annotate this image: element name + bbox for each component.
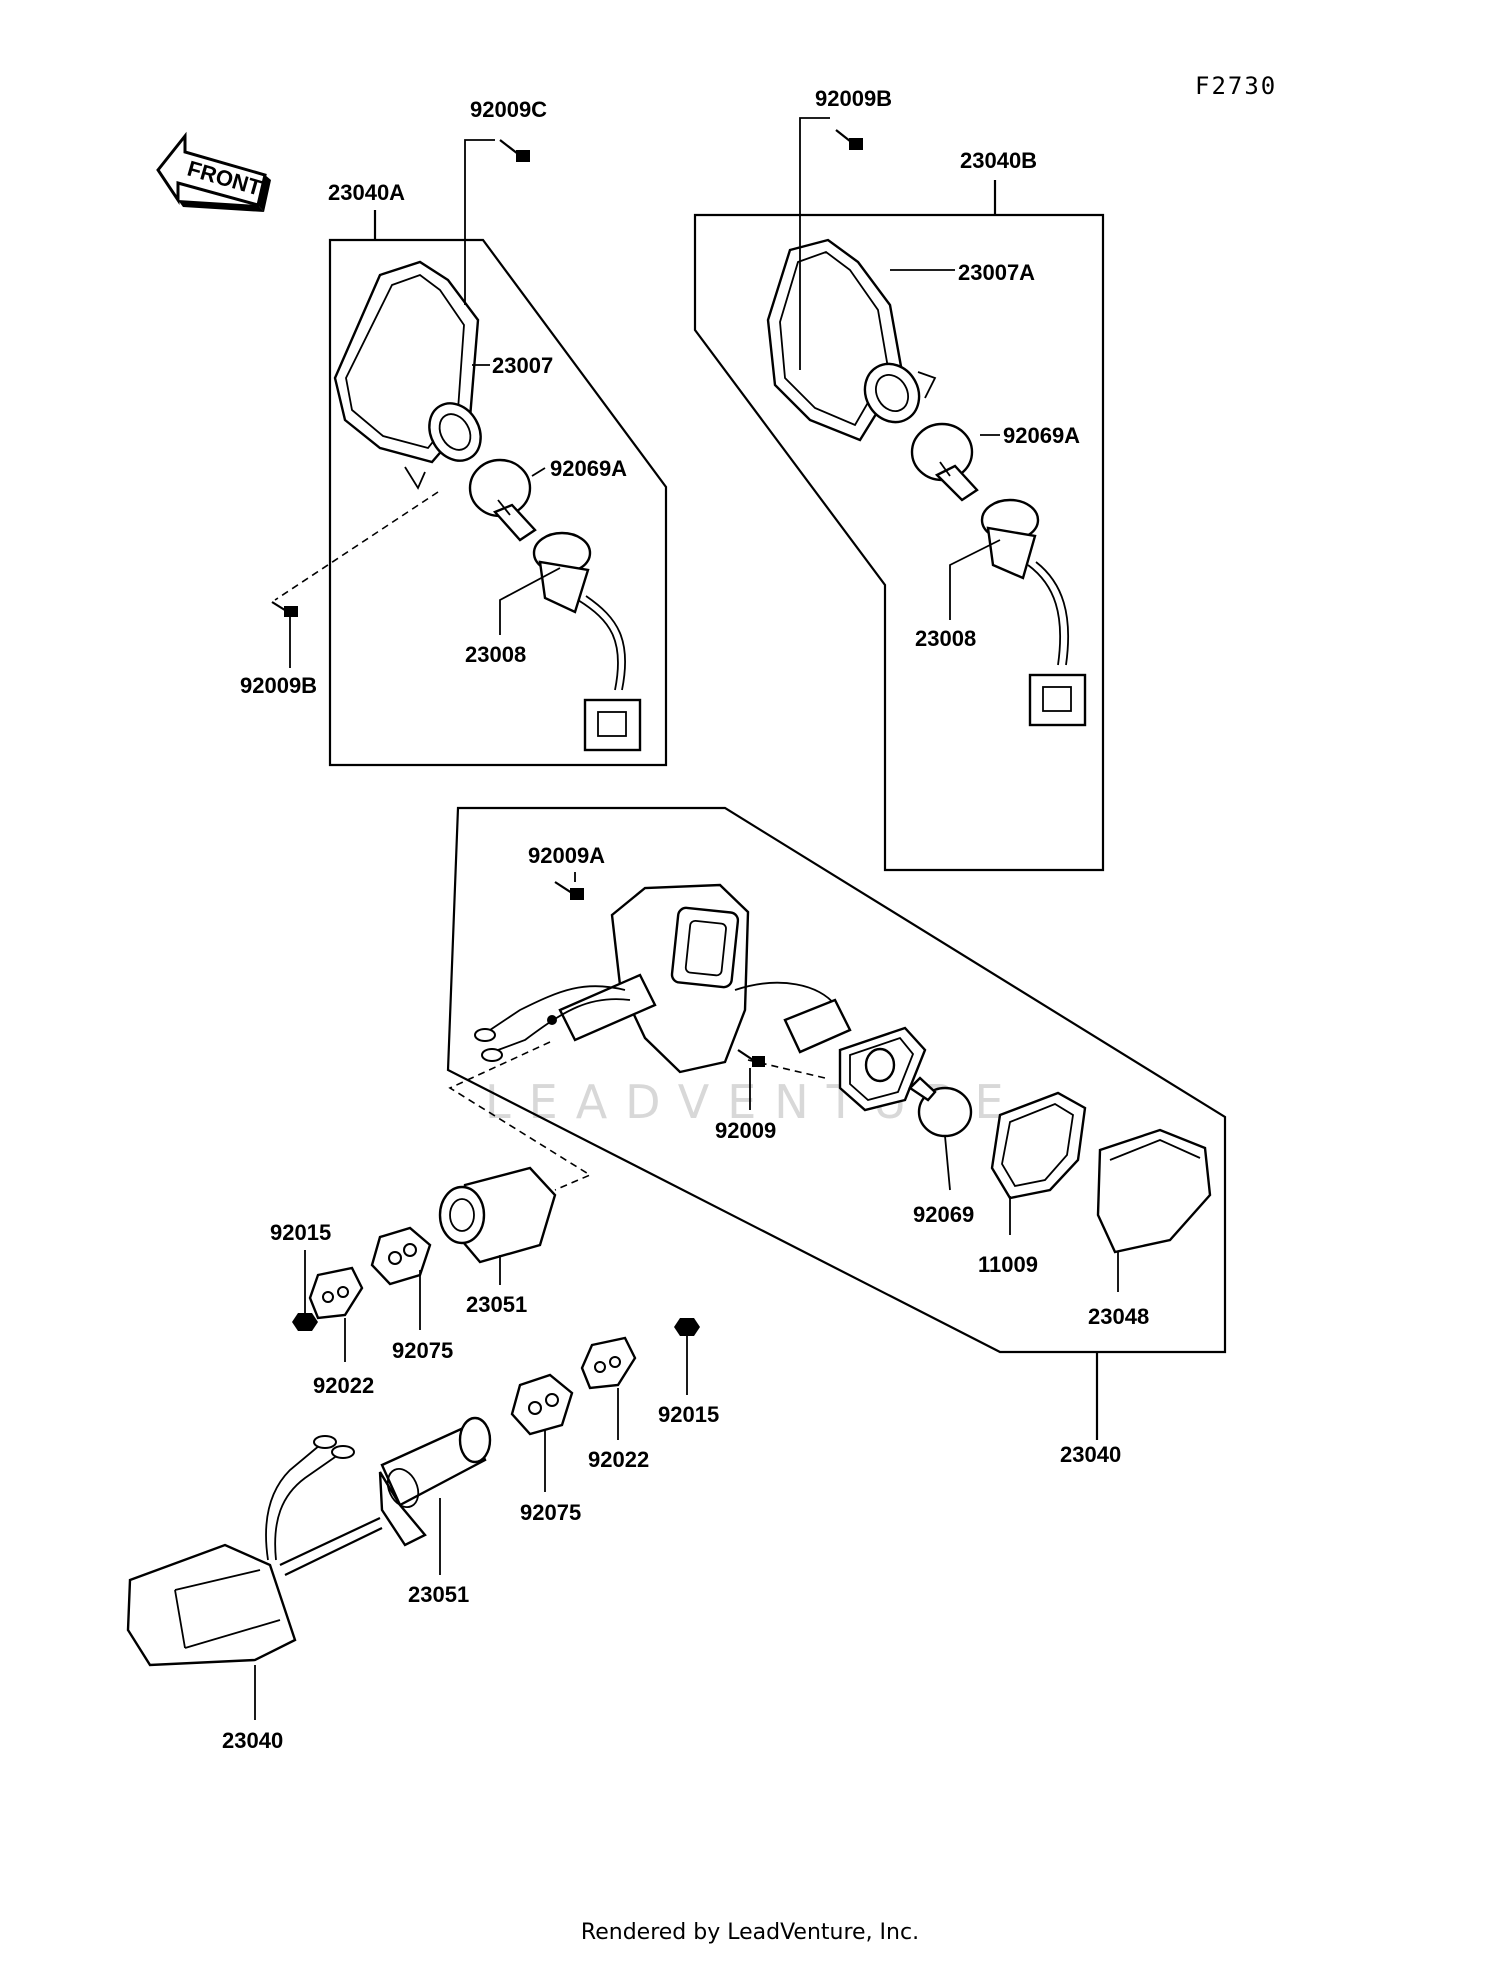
label-23040-right: 23040 — [1060, 1442, 1121, 1467]
bulb-92069-icon — [908, 1076, 973, 1191]
washer-92022-left-icon — [308, 1266, 364, 1362]
label-23051-top: 23051 — [466, 1292, 527, 1317]
label-23040b: 23040B — [960, 148, 1037, 173]
figure-code: F2730 — [1195, 72, 1278, 100]
label-92069a-right: 92069A — [1003, 423, 1080, 448]
label-92022-right: 92022 — [588, 1447, 649, 1472]
label-92015-right: 92015 — [658, 1402, 719, 1427]
screw-92009b-left-icon — [271, 601, 298, 617]
bulb-92069a-left-icon — [468, 458, 537, 542]
label-92069a-left: 92069A — [550, 456, 627, 481]
label-92075-left: 92075 — [392, 1338, 453, 1363]
turn-signal-23040-bottom-icon — [126, 1435, 383, 1720]
label-92009b-left: 92009B — [240, 673, 317, 698]
nut-92015-left-icon — [292, 1250, 318, 1331]
label-23040-bottom: 23040 — [222, 1728, 283, 1753]
label-23008-right: 23008 — [915, 626, 976, 651]
housing-23007 — [333, 260, 482, 490]
front-arrow-icon: FRONT — [156, 131, 271, 212]
housing-23007a — [766, 238, 937, 442]
socket-23008-left-icon — [532, 531, 642, 752]
grommet-23051-top-icon — [438, 1166, 557, 1264]
assembly-23040-rear — [446, 806, 1227, 1440]
grommet-92075-right-icon — [510, 1373, 574, 1492]
grommet-23051-bottom-icon — [378, 1416, 492, 1575]
label-23048: 23048 — [1088, 1304, 1149, 1329]
socket-23008-right-icon — [980, 498, 1087, 727]
assembly-23040b — [693, 117, 1105, 872]
label-92009b-right: 92009B — [815, 86, 892, 111]
label-92009c: 92009C — [470, 97, 547, 122]
footer-credit: Rendered by LeadVenture, Inc. — [580, 1920, 920, 1945]
lens-23048-icon — [1096, 1128, 1212, 1292]
screw-92009-icon — [737, 1049, 765, 1067]
grommet-92075-left-icon — [370, 1226, 432, 1330]
label-92009: 92009 — [715, 1118, 776, 1143]
label-23040a: 23040A — [328, 180, 405, 205]
label-23007a: 23007A — [958, 260, 1035, 285]
screw-92009b-right-icon — [835, 129, 863, 150]
label-92009a: 92009A — [528, 843, 605, 868]
label-23008-left: 23008 — [465, 642, 526, 667]
screw-92009c-icon — [499, 139, 530, 162]
turn-signal-body-icon — [474, 883, 927, 1112]
label-92015-left: 92015 — [270, 1220, 331, 1245]
screw-92009a-icon — [554, 881, 584, 900]
assembly-23040a — [271, 139, 668, 767]
label-92022-left: 92022 — [313, 1373, 374, 1398]
label-23007: 23007 — [492, 353, 553, 378]
label-92069: 92069 — [913, 1202, 974, 1227]
label-11009: 11009 — [978, 1252, 1038, 1277]
bulb-92069a-right-icon — [910, 422, 979, 502]
label-23051-bottom: 23051 — [408, 1582, 469, 1607]
gasket-11009-icon — [990, 1091, 1087, 1235]
label-92075-right: 92075 — [520, 1500, 581, 1525]
mount-parts — [126, 1166, 700, 1720]
nut-92015-right-icon — [674, 1318, 700, 1395]
washer-92022-right-icon — [580, 1336, 637, 1440]
